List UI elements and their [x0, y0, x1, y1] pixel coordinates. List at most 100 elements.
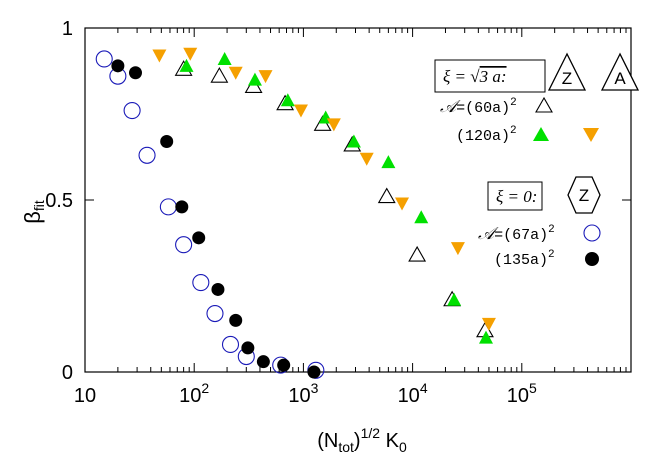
x-tick-label: 104 — [398, 380, 428, 407]
x-axis-label-prefix: (N — [317, 430, 338, 452]
z-hexagon-badge-icon: Z — [567, 176, 601, 214]
data-point-orange-triangle — [395, 197, 410, 211]
data-point-orange-triangle — [152, 49, 167, 63]
z-triangle-badge-letter: Z — [562, 69, 572, 88]
data-point-orange-triangle — [293, 104, 308, 118]
data-point-black-circle — [229, 313, 243, 327]
data-point-orange-triangle — [450, 242, 465, 256]
data-point-open-circle — [138, 146, 156, 164]
legend-marker-open-circle — [583, 224, 601, 242]
x-axis-label: (Ntot)1/2 K0 — [317, 425, 407, 455]
x-tick-label-exp: 5 — [529, 380, 537, 396]
data-point-black-circle — [160, 135, 174, 149]
plot-frame — [84, 27, 632, 373]
y-axis-label: βfit — [20, 200, 47, 224]
data-point-open-circle — [206, 304, 224, 323]
y-axis-label-main: β — [20, 211, 45, 224]
legend-entry-67a-symbol: 𝒜 — [478, 224, 499, 243]
data-point-orange-triangle — [228, 66, 243, 80]
a-triangle-badge-icon: A — [600, 52, 640, 91]
x-axis-label-sub: tot — [338, 439, 354, 455]
x-tick-label: 103 — [288, 380, 318, 407]
x-tick-label-base: 10 — [288, 385, 310, 407]
data-point-black-circle — [111, 59, 125, 73]
legend-xi-0-box — [487, 181, 543, 211]
data-point-open-circle — [192, 274, 210, 292]
legend-xi-sqrt3: ξ = √3 a: — [434, 59, 546, 93]
data-point-green-triangle — [381, 155, 396, 169]
legend-entry-60a-text: =(60a) — [456, 100, 510, 117]
data-point-green-triangle — [414, 210, 429, 224]
x-axis-label-suffix: K — [380, 430, 400, 452]
data-point-green-triangle — [179, 58, 194, 72]
data-point-open-circle — [175, 236, 193, 254]
data-point-black-circle — [256, 355, 270, 369]
axis-ticks — [84, 27, 631, 373]
x-axis-label-sub2: 0 — [399, 439, 407, 455]
data-point-black-circle — [211, 282, 225, 296]
data-point-green-triangle — [346, 134, 361, 148]
data-point-open-circle — [221, 335, 240, 354]
x-tick-label: 102 — [179, 380, 209, 407]
x-tick-label-base: 10 — [74, 385, 96, 407]
data-point-green-triangle — [280, 93, 295, 107]
legend-xi-sqrt3-rhs: 3 a: — [479, 67, 507, 86]
data-point-open-triangle — [377, 187, 396, 204]
legend-entry-60a-exp: 2 — [510, 97, 517, 109]
legend-entry-67a-text: =(67a) — [494, 227, 548, 244]
x-tick-label: 105 — [507, 380, 537, 407]
legend-entry-135a-exp: 2 — [548, 249, 555, 261]
data-point-orange-triangle — [326, 118, 341, 132]
legend-xi-sqrt3-text: ξ = √3 a: — [443, 67, 507, 86]
legend-entry-135a: (135a)2 — [494, 249, 555, 269]
data-point-open-circle — [159, 198, 177, 216]
legend-entry-120a-exp: 2 — [510, 125, 517, 137]
x-tick-label-base: 10 — [507, 385, 529, 407]
data-point-open-triangle — [408, 245, 427, 262]
data-point-green-triangle — [478, 330, 493, 344]
legend-entry-135a-text: (135a) — [494, 252, 548, 269]
data-point-orange-triangle — [481, 317, 496, 331]
data-point-open-triangle — [210, 67, 229, 83]
legend-xi-0: ξ = 0: — [487, 181, 543, 211]
x-tick-label-base: 10 — [179, 385, 201, 407]
a-triangle-badge-letter: A — [614, 69, 626, 88]
x-tick-label: 10 — [74, 385, 96, 407]
legend-xi-sqrt3-box — [434, 59, 546, 93]
data-point-black-circle — [192, 231, 206, 245]
x-tick-label-exp: 3 — [311, 380, 319, 396]
legend-marker-orange-triangle-down — [583, 128, 599, 142]
y-axis-label-sub: fit — [31, 200, 47, 211]
data-point-black-circle — [128, 66, 142, 80]
data-point-green-triangle — [217, 51, 232, 65]
legend-xi-sqrt3-root: √ — [470, 67, 480, 86]
legend-entry-120a: (120a)2 — [456, 125, 517, 145]
data-point-black-circle — [307, 365, 321, 379]
y-tick-label: 0.5 — [45, 190, 73, 212]
legend-marker-black-circle — [585, 252, 599, 266]
x-tick-label-base: 10 — [398, 385, 420, 407]
data-point-orange-triangle — [359, 152, 374, 166]
legend-entry-67a: 𝒜=(67a)2 — [478, 224, 555, 244]
legend-entry-60a: 𝒜=(60a)2 — [440, 97, 517, 117]
legend-marker-green-triangle — [533, 127, 549, 141]
data-point-black-circle — [277, 358, 291, 372]
data-point-black-circle — [175, 200, 189, 214]
legend-entry-67a-exp: 2 — [548, 224, 555, 236]
data-point-green-triangle — [447, 292, 462, 306]
data-point-green-triangle — [247, 72, 262, 86]
legend-entry-120a-text: (120a) — [456, 128, 510, 145]
x-axis-label-mid: ) — [354, 430, 361, 452]
x-axis-label-sup: 1/2 — [361, 425, 381, 441]
x-tick-label-exp: 4 — [420, 380, 428, 396]
z-triangle-badge-icon: Z — [547, 52, 587, 91]
data-point-open-circle — [123, 102, 141, 120]
y-tick-label: 0 — [62, 362, 73, 384]
x-tick-label-exp: 2 — [201, 380, 209, 396]
data-point-orange-triangle — [258, 70, 273, 84]
y-tick-label: 1 — [62, 18, 73, 40]
data-point-black-circle — [241, 341, 255, 355]
legend-xi-0-text: ξ = 0: — [496, 187, 537, 206]
